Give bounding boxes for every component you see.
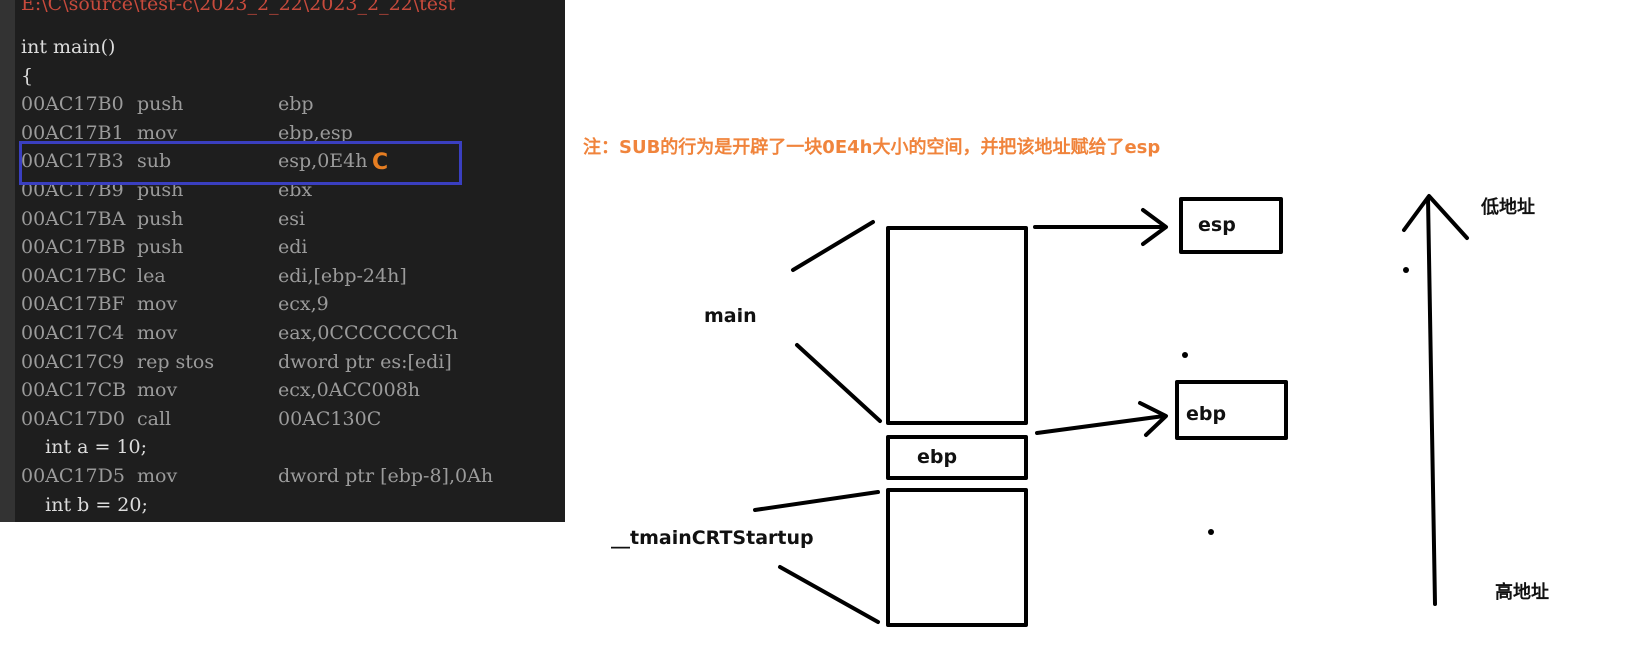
ebp-slot-label: ebp	[917, 446, 958, 468]
caller-frame-label: __tmainCRTStartup	[611, 527, 814, 549]
asm-addr: 00AC17BC	[21, 264, 127, 287]
asm-op: mov	[137, 121, 178, 144]
main-brace-top	[791, 220, 875, 272]
asm-op: mov	[137, 293, 178, 316]
asm-op: mov	[137, 465, 178, 487]
main-frame-label: main	[704, 305, 757, 327]
esp-box-label: esp	[1198, 214, 1236, 236]
source-line: int main()	[21, 36, 116, 58]
asm-op: call	[137, 407, 172, 430]
ebp-register-box	[1175, 380, 1288, 440]
asm-addr: 00AC17D0	[21, 407, 125, 430]
address-axis-arrowhead	[1402, 194, 1469, 240]
asm-addr: 00AC17BB	[21, 236, 126, 259]
asm-args: 00AC130C	[278, 407, 382, 430]
main-stack-frame	[886, 226, 1028, 425]
source-line: int b = 20;	[21, 493, 148, 516]
asm-args: ecx,0ACC008h	[278, 379, 421, 402]
asm-addr: 00AC17D5	[21, 465, 125, 487]
asm-addr: 00AC17C9	[21, 350, 125, 373]
asm-args: esp,0E4h	[278, 150, 368, 173]
asm-op: push	[137, 93, 184, 116]
esp-arrowhead	[1141, 208, 1168, 246]
asm-addr: 00AC17B0	[21, 93, 124, 116]
ebp-slot	[886, 435, 1028, 480]
low-address-label: 低地址	[1481, 197, 1535, 218]
asm-op: sub	[137, 150, 172, 173]
asm-addr: 00AC17BA	[21, 207, 126, 230]
asm-addr: 00AC17B3	[21, 150, 124, 173]
asm-addr: 00AC17BF	[21, 293, 125, 316]
main-brace-bottom	[795, 343, 882, 423]
source-path-line: E:\C\source\test-c\2023_2_22\2023_2_22\t…	[21, 0, 456, 15]
asm-addr: 00AC17CB	[21, 379, 127, 402]
cursor-mark: C	[372, 150, 389, 175]
caller-brace-bottom	[778, 565, 880, 624]
asm-op: mov	[137, 322, 178, 344]
sub-instruction-highlight	[19, 141, 462, 185]
asm-args: dword ptr [ebp-8],0Ah	[278, 465, 494, 487]
caller-stack-frame	[886, 488, 1028, 627]
ebp-box-label: ebp	[1186, 403, 1227, 425]
source-line: int a = 10;	[21, 436, 148, 459]
asm-args: esi	[278, 207, 306, 230]
editor-gutter	[0, 0, 15, 522]
asm-addr: 00AC17B1	[21, 121, 124, 144]
asm-args: edi,[ebp-24h]	[278, 264, 407, 287]
ebp-arrow-shaft	[1035, 414, 1166, 435]
asm-args: eax,0CCCCCCCCh	[278, 322, 458, 344]
asm-addr: 00AC17C4	[21, 322, 125, 344]
asm-op: push	[137, 236, 184, 259]
continuation-dot-3	[1403, 267, 1409, 273]
asm-op: lea	[137, 264, 166, 287]
source-line: {	[21, 64, 34, 87]
annotation-note: 注：SUB的行为是开辟了一块0E4h大小的空间，并把该地址赋给了esp	[583, 137, 1161, 158]
address-axis-line	[1426, 196, 1437, 606]
asm-op: rep stos	[137, 350, 215, 373]
continuation-dot-1	[1182, 352, 1188, 358]
disassembly-panel: E:\C\source\test-c\2023_2_22\2023_2_22\t…	[0, 0, 565, 522]
esp-register-box	[1179, 197, 1283, 254]
asm-args: edi	[278, 236, 308, 259]
asm-args: ebp	[278, 93, 314, 116]
caller-brace-top	[753, 490, 880, 512]
asm-op: push	[137, 207, 184, 230]
asm-args: ecx,9	[278, 293, 329, 316]
asm-args: ebp,esp	[278, 121, 353, 144]
continuation-dot-2	[1208, 529, 1214, 535]
asm-op: mov	[137, 379, 178, 402]
high-address-label: 高地址	[1495, 582, 1549, 603]
ebp-arrowhead	[1138, 401, 1168, 437]
asm-args: dword ptr es:[edi]	[278, 350, 452, 373]
